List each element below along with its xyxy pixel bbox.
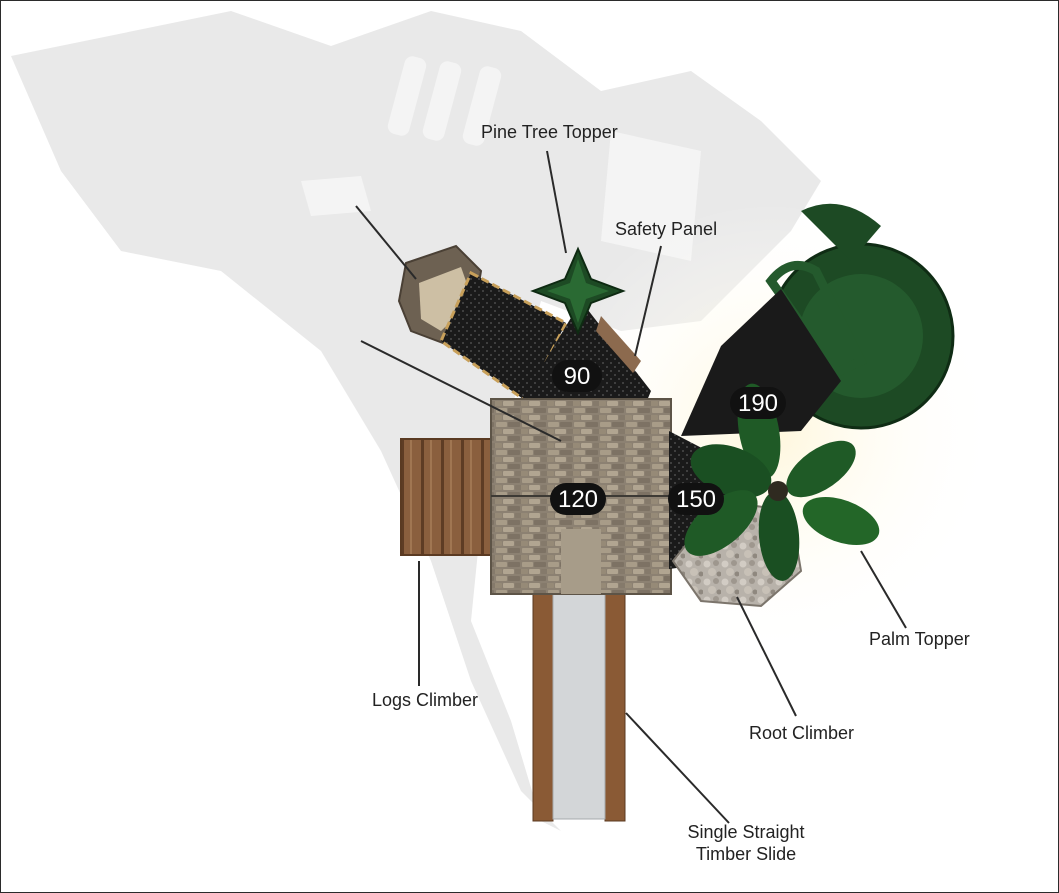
deck-height-badge-190: 190	[730, 387, 786, 419]
deck-height-badge-120: 120	[550, 483, 606, 515]
deck-height-badge-150: 150	[668, 483, 724, 515]
callout-timber-slide-line1: Single Straight	[687, 822, 805, 842]
leader-lines	[355, 150, 907, 824]
leader-corner-tower	[355, 205, 417, 280]
callout-logs-climber: Logs Climber	[372, 690, 479, 710]
leader-pine-tree-topper	[546, 150, 567, 254]
callout-root-climber: Root Climber	[749, 723, 855, 743]
leader-safety-panel	[634, 245, 662, 357]
pine-tree-topper	[530, 246, 626, 336]
deck-height-badge-90: 90	[552, 360, 602, 392]
leader-palm-topper	[860, 550, 907, 629]
deck-190	[681, 289, 841, 436]
deck-height-190-text: 190	[738, 390, 778, 417]
callout-timber-slide-line2: Timber Slide	[695, 844, 797, 864]
single-straight-timber-slide	[532, 585, 626, 822]
leader-stone-deck	[360, 340, 562, 442]
callout-single-straight-timber-slide: Single Straight Timber Slide	[671, 821, 821, 865]
callout-safety-panel: Safety Panel	[615, 219, 718, 239]
deck-height-150-text: 150	[676, 486, 716, 513]
logs-climber	[400, 438, 494, 556]
leader-root-climber	[736, 596, 797, 717]
palm-topper	[684, 383, 880, 581]
callout-pine-tree-topper: Pine Tree Topper	[481, 122, 618, 142]
deck-height-120-text: 120	[558, 486, 598, 513]
leader-timber-slide	[625, 712, 730, 824]
callout-palm-topper: Palm Topper	[869, 629, 970, 649]
deck-height-90-text: 90	[564, 363, 591, 390]
